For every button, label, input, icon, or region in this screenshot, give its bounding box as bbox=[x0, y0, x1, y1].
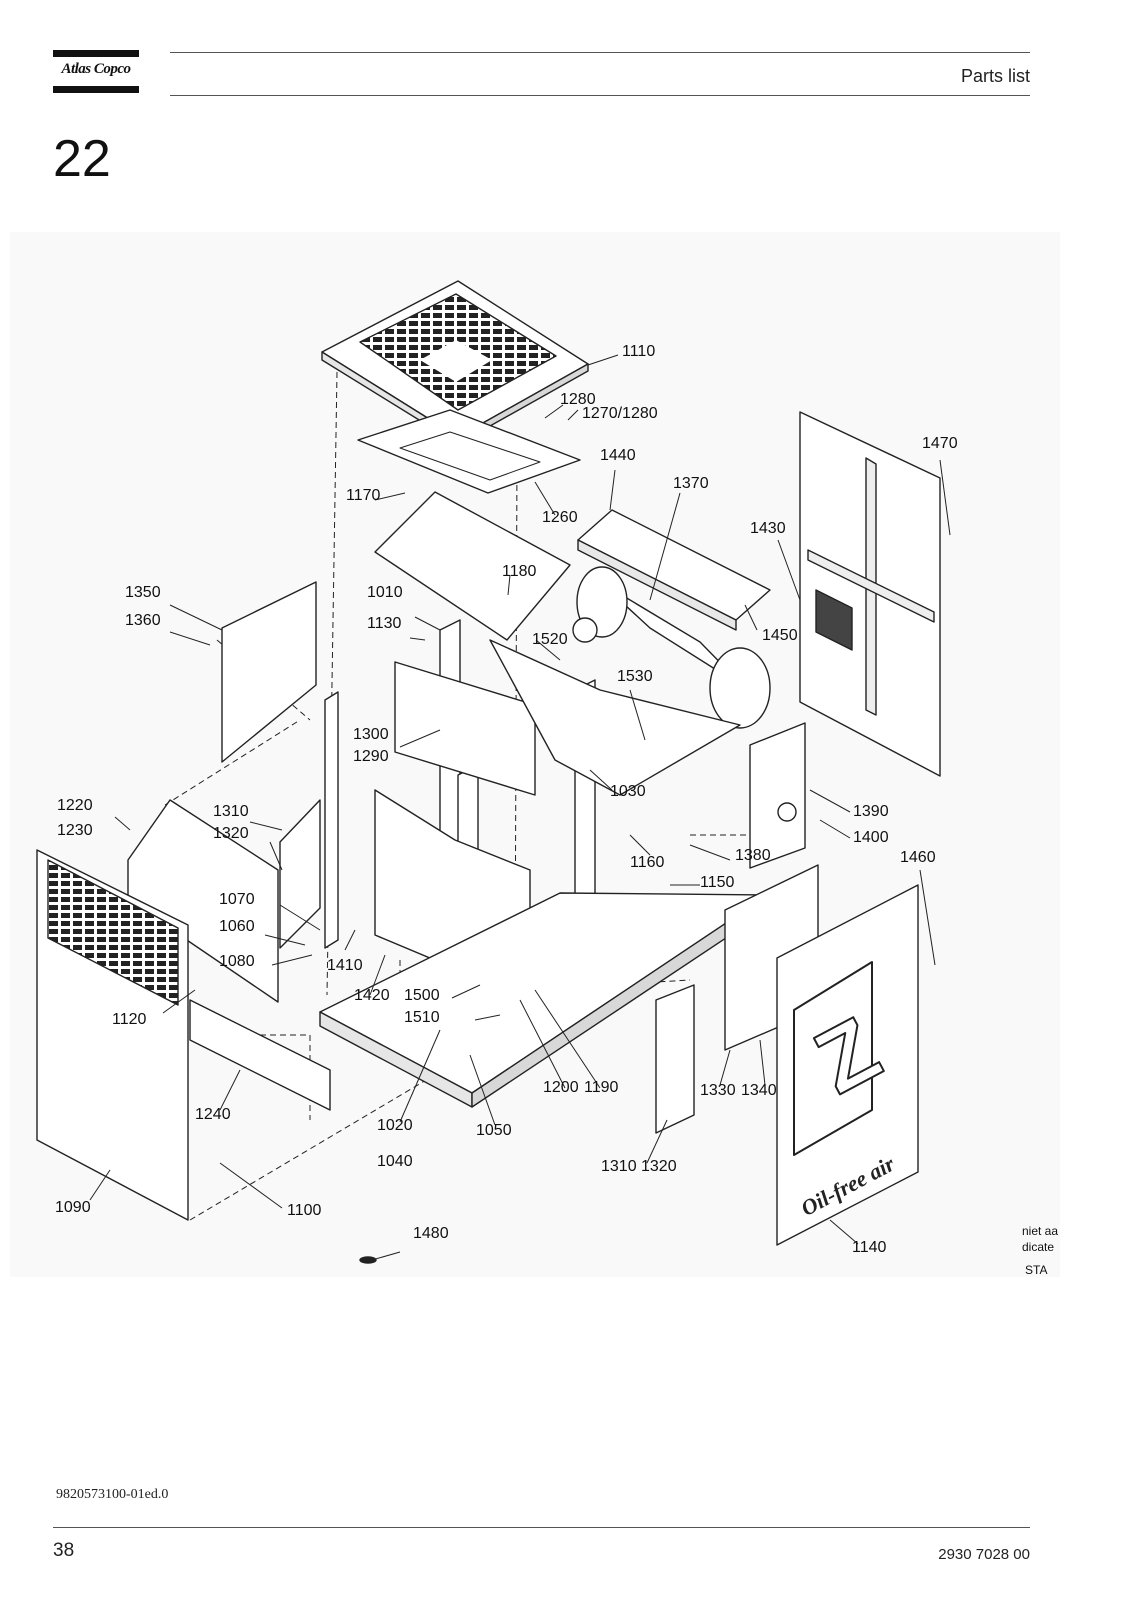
callout-1040: 1040 bbox=[377, 1153, 413, 1170]
callout-1360: 1360 bbox=[125, 612, 161, 629]
footer-rule bbox=[53, 1527, 1030, 1528]
callout-1420: 1420 bbox=[354, 987, 390, 1004]
callout-1270-1280: 1270/1280 bbox=[582, 405, 658, 422]
callout-1050: 1050 bbox=[476, 1122, 512, 1139]
callout-1010: 1010 bbox=[367, 584, 403, 601]
callout-1170: 1170 bbox=[346, 487, 381, 504]
callout-1080: 1080 bbox=[219, 953, 255, 970]
callout-1480: 1480 bbox=[413, 1225, 449, 1242]
callout-1410: 1410 bbox=[327, 957, 363, 974]
callout-1460: 1460 bbox=[900, 849, 936, 866]
callout-1310-lower: 1310 bbox=[601, 1158, 637, 1175]
callout-1350: 1350 bbox=[125, 584, 161, 601]
document-reference: 9820573100-01ed.0 bbox=[56, 1487, 169, 1502]
brand-logo: Atlas Copco bbox=[53, 50, 139, 94]
callout-1450: 1450 bbox=[762, 627, 798, 644]
base-frame bbox=[319, 892, 769, 1108]
callout-1190: 1190 bbox=[584, 1079, 619, 1096]
callout-1260: 1260 bbox=[542, 509, 578, 526]
callout-1070: 1070 bbox=[219, 891, 255, 908]
part-number: 2930 7028 00 bbox=[938, 1546, 1030, 1563]
callout-1120: 1120 bbox=[112, 1011, 147, 1028]
logo-bar-bottom bbox=[53, 86, 139, 93]
callout-1140: 1140 bbox=[852, 1239, 887, 1256]
right-door bbox=[776, 884, 919, 1246]
callout-1240: 1240 bbox=[195, 1106, 231, 1123]
callout-1440: 1440 bbox=[600, 447, 636, 464]
header-rule-top bbox=[170, 52, 1030, 53]
callout-1290: 1290 bbox=[353, 748, 389, 765]
cropped-text-1: niet aa bbox=[1022, 1224, 1058, 1238]
callout-1130: 1130 bbox=[367, 615, 402, 632]
callout-1530: 1530 bbox=[617, 668, 653, 685]
callout-1380: 1380 bbox=[735, 847, 771, 864]
callout-1220: 1220 bbox=[57, 797, 93, 814]
cropped-text-2: dicate bbox=[1022, 1240, 1054, 1254]
silencer bbox=[572, 566, 771, 729]
cropped-text-3: STA bbox=[1025, 1263, 1047, 1277]
callout-1500: 1500 bbox=[404, 987, 440, 1004]
callout-1340: 1340 bbox=[741, 1082, 777, 1099]
callout-1310: 1310 bbox=[213, 803, 249, 820]
callout-1280: 1280 bbox=[560, 391, 596, 408]
page-number: 38 bbox=[53, 1540, 75, 1561]
callout-1150: 1150 bbox=[700, 874, 735, 891]
callout-1160: 1160 bbox=[630, 854, 665, 871]
callout-1330: 1330 bbox=[700, 1082, 736, 1099]
callout-1510: 1510 bbox=[404, 1009, 440, 1026]
section-title: Parts list bbox=[960, 66, 1030, 86]
rear-panel bbox=[799, 411, 941, 777]
callout-1390: 1390 bbox=[853, 803, 889, 820]
callout-1110: 1110 bbox=[622, 343, 655, 360]
callout-1180: 1180 bbox=[502, 563, 537, 580]
callout-1320: 1320 bbox=[213, 825, 249, 842]
callout-1430: 1430 bbox=[750, 520, 786, 537]
callout-1320-lower: 1320 bbox=[641, 1158, 677, 1175]
header-rule-bottom bbox=[170, 95, 1030, 96]
callout-1200: 1200 bbox=[543, 1079, 579, 1096]
callout-1470: 1470 bbox=[922, 435, 958, 452]
front-door bbox=[36, 849, 189, 1221]
callout-1020: 1020 bbox=[377, 1117, 413, 1134]
exploded-parts-drawing: Z Oil-free air bbox=[36, 280, 1058, 1277]
chapter-number: 22 bbox=[53, 130, 111, 188]
callout-1090: 1090 bbox=[55, 1199, 91, 1216]
callout-1060: 1060 bbox=[219, 918, 255, 935]
callout-labels: 1110 1280 1270/1280 1470 1440 1370 1170 … bbox=[55, 343, 1058, 1277]
logo-bar-top bbox=[53, 50, 139, 57]
callout-1230: 1230 bbox=[57, 822, 93, 839]
callout-1300: 1300 bbox=[353, 726, 389, 743]
callout-1370: 1370 bbox=[673, 475, 709, 492]
callout-1100: 1100 bbox=[287, 1202, 322, 1219]
callout-1400: 1400 bbox=[853, 829, 889, 846]
callout-1030: 1030 bbox=[610, 783, 646, 800]
callout-1520: 1520 bbox=[532, 631, 568, 648]
logo-wordmark: Atlas Copco bbox=[61, 61, 131, 77]
